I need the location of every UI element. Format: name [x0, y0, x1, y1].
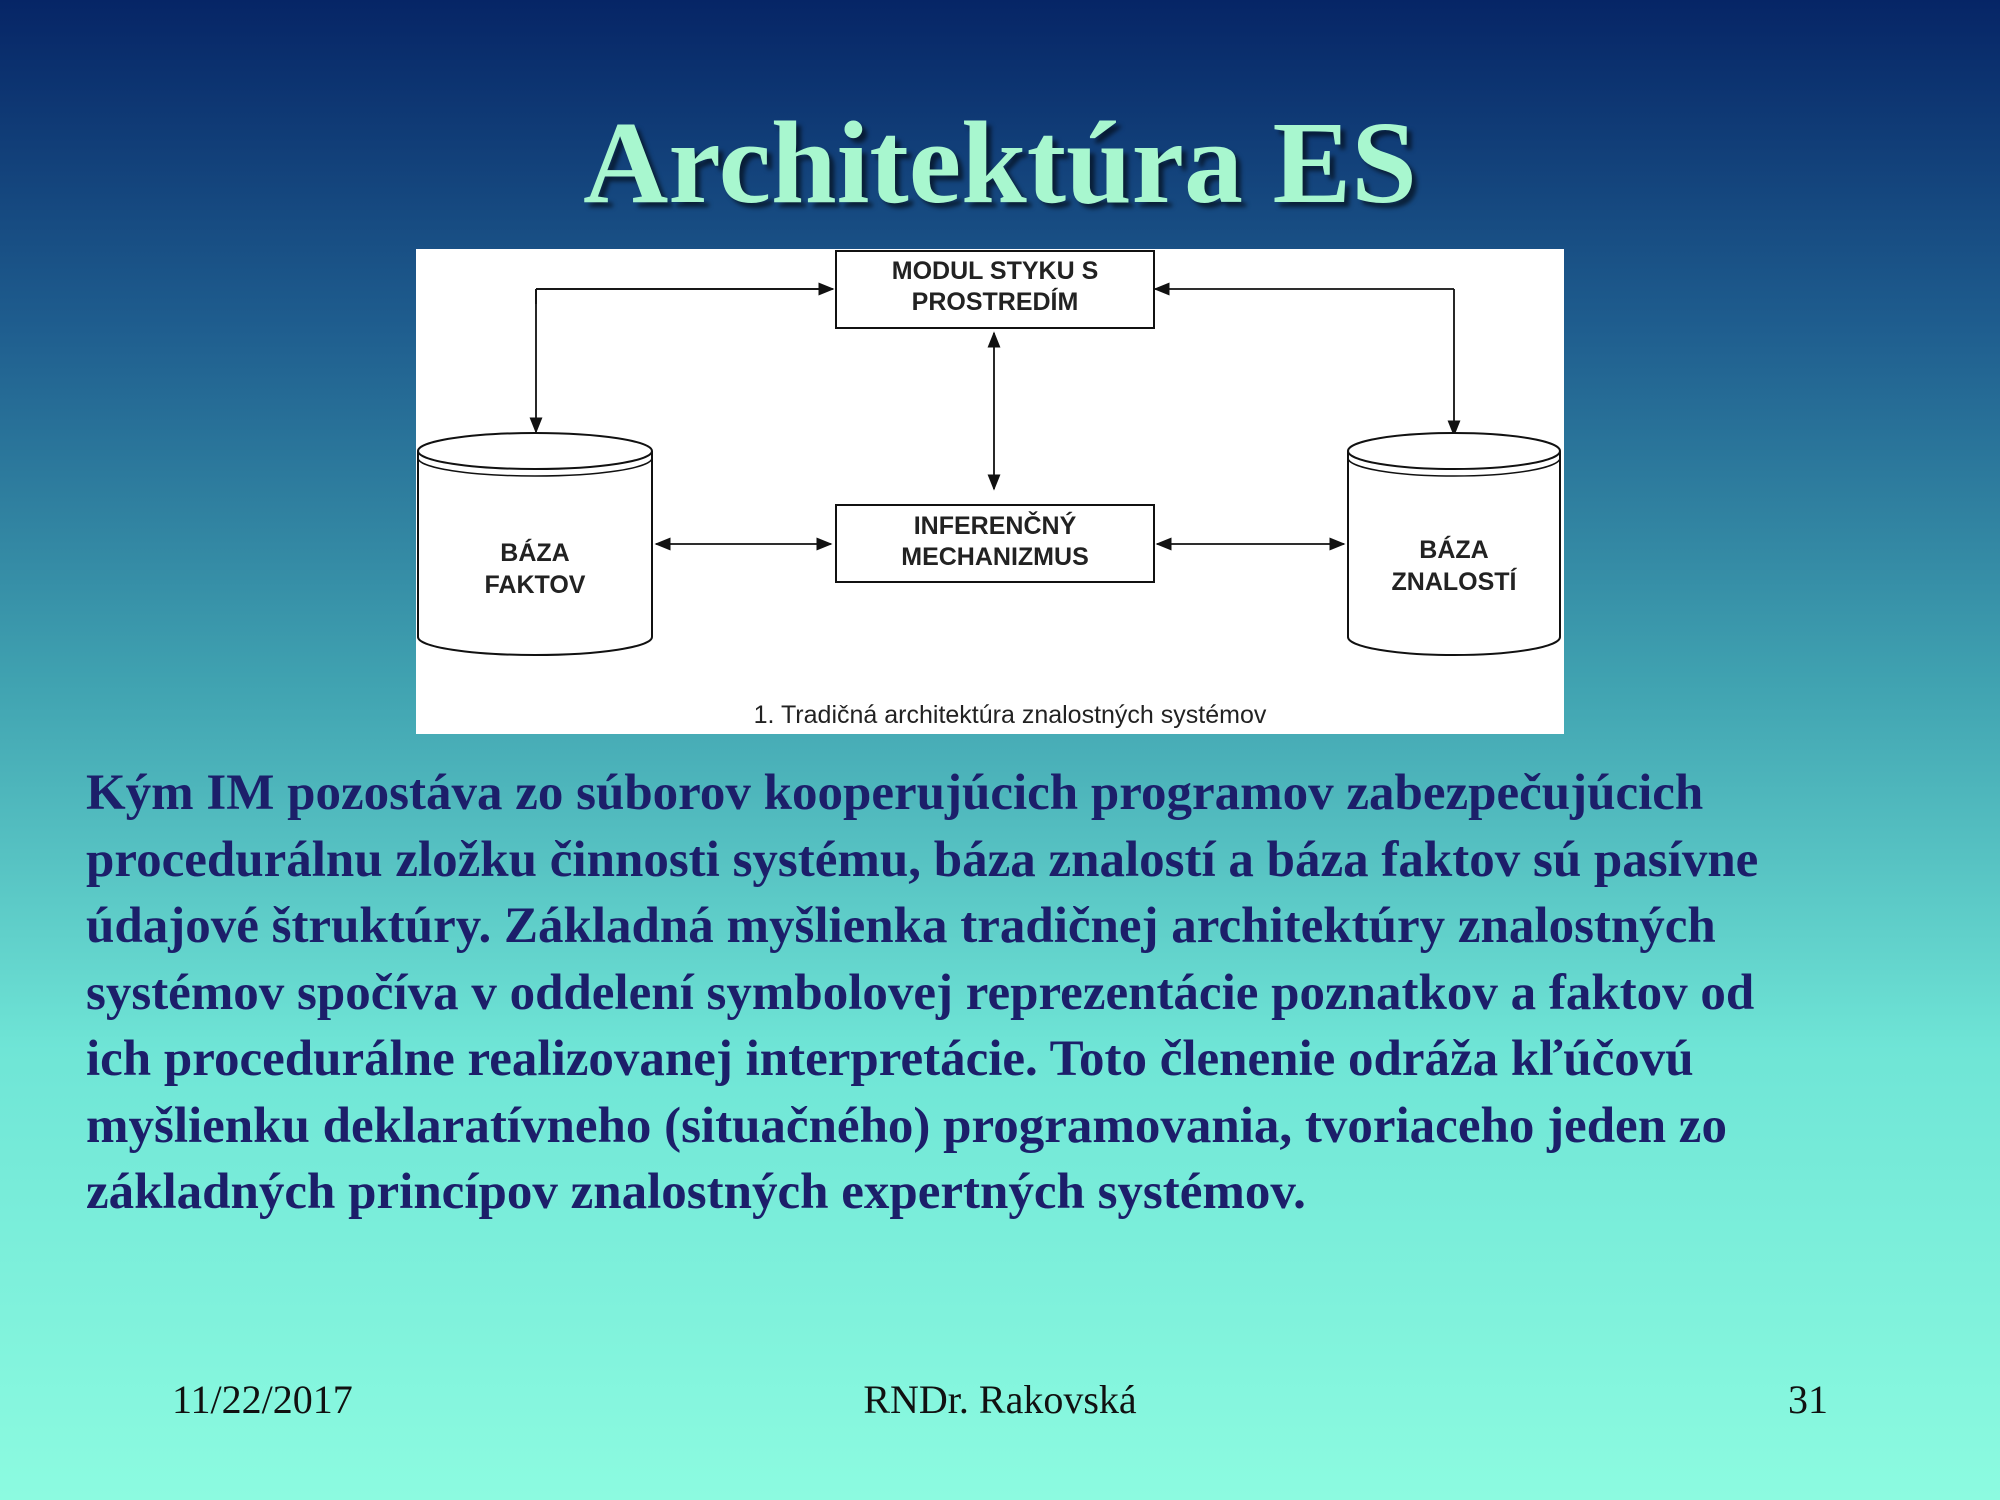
- footer-author: RNDr. Rakovská: [863, 1377, 1137, 1422]
- baza-znalosti-line1: BÁZA: [1419, 535, 1488, 564]
- footer-date: 11/22/2017: [172, 1377, 353, 1422]
- modul-styku-line2: PROSTREDÍM: [912, 287, 1079, 316]
- architecture-diagram: MODUL STYKU S PROSTREDÍM INFERENČNÝ MECH…: [416, 249, 1564, 734]
- baza-faktov-cylinder: BÁZA FAKTOV: [417, 432, 653, 656]
- baza-znalosti-cylinder: BÁZA ZNALOSTÍ: [1347, 432, 1561, 656]
- body-paragraph: Kým IM pozostáva zo súborov kooperujúcic…: [86, 760, 1946, 1226]
- connector-arrows: [529, 282, 1461, 551]
- slide-title: Architektúra ES: [583, 97, 1417, 228]
- diagram-caption: 1. Tradičná architektúra znalostných sys…: [754, 701, 1267, 729]
- baza-faktov-line2: FAKTOV: [485, 571, 586, 599]
- inferencny-mechanizmus-box: INFERENČNÝ MECHANIZMUS: [835, 504, 1155, 583]
- body-line: procedurálnu zložku činnosti systému, bá…: [86, 831, 1759, 888]
- body-line: Kým IM pozostáva zo súborov kooperujúcic…: [86, 765, 1704, 821]
- footer-page-number: 31: [1788, 1377, 1828, 1422]
- modul-styku-box: MODUL STYKU S PROSTREDÍM: [835, 250, 1155, 329]
- body-line: ich procedurálne realizovanej interpretá…: [86, 1031, 1694, 1087]
- modul-styku-line1: MODUL STYKU S: [892, 257, 1099, 285]
- baza-faktov-line1: BÁZA: [500, 538, 569, 567]
- inferencny-line1: INFERENČNÝ: [914, 510, 1077, 540]
- inferencny-line2: MECHANIZMUS: [901, 543, 1089, 571]
- body-line: údajové štruktúry. Základná myšlienka tr…: [86, 898, 1716, 954]
- body-line: systémov spočíva v oddelení symbolovej r…: [86, 964, 1755, 1021]
- baza-znalosti-line2: ZNALOSTÍ: [1392, 567, 1518, 596]
- body-line: základných princípov znalostných expertn…: [86, 1164, 1306, 1220]
- body-line: myšlienku deklaratívneho (situačného) pr…: [86, 1097, 1727, 1154]
